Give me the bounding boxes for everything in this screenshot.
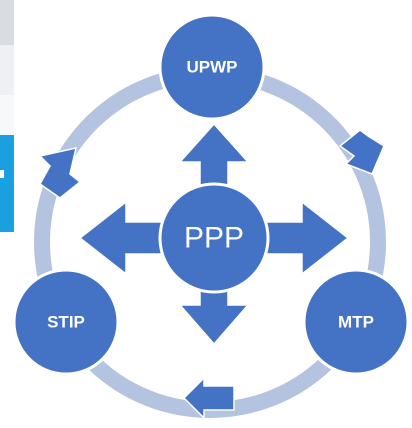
node-upwp: UPWP — [158, 13, 266, 121]
node-ppp-label: PPP — [184, 222, 244, 255]
center-arrow-right — [261, 200, 350, 276]
left-edge-fragment — [0, 0, 14, 232]
node-ppp-center: PPP — [158, 182, 270, 294]
node-upwp-label: UPWP — [187, 58, 238, 77]
center-arrow-down — [178, 284, 250, 346]
ring-arrow-top-right — [338, 129, 385, 175]
node-stip: STIP — [12, 268, 120, 376]
center-arrow-up — [178, 122, 250, 186]
center-arrow-left — [78, 200, 167, 276]
node-mtp: MTP — [302, 268, 410, 376]
node-stip-label: STIP — [47, 313, 85, 332]
ring-arrow-bottom — [182, 376, 235, 420]
node-mtp-label: MTP — [338, 313, 374, 332]
ring-arrow-left — [38, 147, 82, 199]
